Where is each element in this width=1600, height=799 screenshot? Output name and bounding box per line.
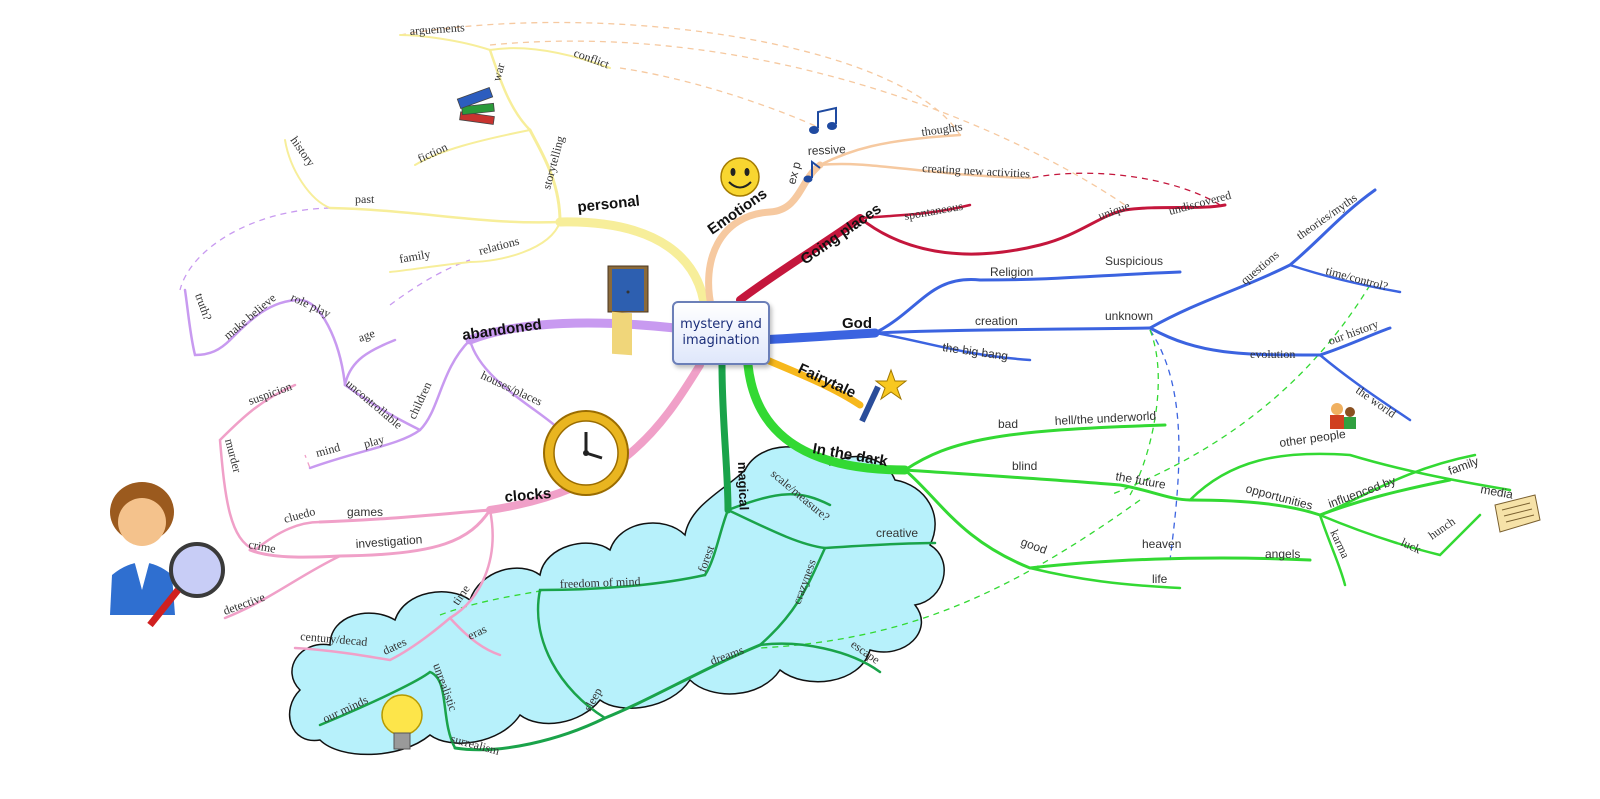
node-label[interactable]: war — [489, 62, 507, 83]
node-label[interactable]: bad — [998, 417, 1018, 431]
newspaper-icon — [1494, 494, 1541, 533]
node-label[interactable]: time/control? — [1324, 263, 1389, 293]
node-label[interactable]: angels — [1265, 547, 1300, 561]
central-topic[interactable]: mystery and imagination — [672, 301, 770, 365]
node-label[interactable]: theories/myths — [1294, 190, 1360, 242]
central-topic-line1: mystery and — [680, 317, 762, 332]
node-label[interactable]: arguements — [409, 20, 465, 38]
node-label[interactable]: play — [362, 432, 386, 451]
node-label[interactable]: questions — [1238, 247, 1282, 287]
node-label[interactable]: mind — [314, 440, 341, 460]
node-label[interactable]: luck — [1399, 535, 1424, 556]
central-topic-line2: imagination — [682, 333, 760, 348]
branch-label-abandoned[interactable]: abandoned — [461, 316, 543, 344]
branch-god — [755, 188, 1412, 422]
branch-label-clocks[interactable]: clocks — [504, 485, 552, 506]
branch-abandoned — [183, 288, 680, 470]
detective-icon — [110, 482, 225, 628]
branch-label-magical[interactable]: magical — [735, 462, 752, 511]
people-icon — [1330, 403, 1356, 429]
clock-icon — [543, 410, 629, 496]
node-label[interactable]: creating new activities — [922, 161, 1031, 181]
magical-cloud — [289, 446, 945, 756]
node-label[interactable]: heaven — [1142, 537, 1181, 551]
node-label[interactable]: hell/the underworld — [1054, 409, 1156, 428]
node-label[interactable]: storytelling — [539, 134, 567, 190]
light-bulb-icon — [381, 694, 423, 750]
node-label[interactable]: games — [347, 505, 383, 519]
node-label[interactable]: suspicion — [246, 379, 293, 408]
branch-personal — [284, 34, 710, 315]
node-label[interactable]: houses/places — [479, 368, 545, 409]
node-label[interactable]: family — [1446, 454, 1480, 478]
node-label[interactable]: life — [1152, 572, 1168, 586]
node-label[interactable]: ressive — [807, 142, 846, 158]
branch-in-the-dark — [743, 360, 1512, 590]
node-label[interactable]: creation — [975, 314, 1018, 328]
node-label[interactable]: freedom of mind — [560, 574, 641, 591]
node-label[interactable]: opportunities — [1244, 481, 1314, 512]
node-label[interactable]: thoughts — [920, 119, 963, 139]
branch-label-god[interactable]: God — [842, 315, 872, 332]
node-label[interactable]: creative — [876, 526, 918, 540]
node-label[interactable]: hunch — [1426, 514, 1458, 542]
node-label[interactable]: Suspicious — [1105, 254, 1163, 268]
door-icon — [607, 265, 649, 356]
branch-label-personal[interactable]: personal — [577, 193, 641, 216]
magic-wand-icon — [859, 368, 908, 423]
node-label[interactable]: crime — [247, 537, 276, 556]
node-label[interactable]: media — [1479, 482, 1514, 502]
branch-going-places — [736, 203, 1227, 304]
branch-label-fairytale[interactable]: Fairytale — [795, 360, 858, 401]
smiley-icon — [720, 157, 760, 197]
node-label[interactable]: unique — [1096, 198, 1131, 222]
node-label[interactable]: conflict — [572, 46, 612, 72]
node-label[interactable]: detective — [221, 590, 266, 618]
node-label[interactable]: role play — [289, 290, 333, 321]
node-label[interactable]: fiction — [415, 140, 449, 166]
node-label[interactable]: truth? — [192, 291, 215, 322]
node-label[interactable]: murder — [222, 437, 244, 474]
node-label[interactable]: uncontrollable — [343, 377, 405, 432]
node-label[interactable]: family — [398, 247, 431, 266]
node-label[interactable]: investigation — [355, 532, 423, 551]
node-label[interactable]: the big bang — [942, 340, 1009, 363]
node-label[interactable]: other people — [1278, 427, 1346, 450]
node-label[interactable]: undiscovered — [1167, 188, 1232, 218]
node-label[interactable]: make believe — [221, 291, 279, 343]
branch-label-going-places[interactable]: Going places — [798, 200, 885, 268]
node-label[interactable]: good — [1019, 535, 1049, 557]
node-label[interactable]: blind — [1012, 459, 1037, 473]
node-label[interactable]: evolution — [1250, 347, 1295, 361]
music-note-icon — [803, 106, 837, 183]
node-label[interactable]: age — [356, 326, 376, 345]
node-label[interactable]: influenced by — [1326, 473, 1397, 510]
node-label[interactable]: Religion — [990, 265, 1033, 279]
node-label[interactable]: spontaneous — [903, 199, 964, 223]
branch-emotions — [705, 133, 1032, 314]
node-label[interactable]: the world — [1353, 383, 1398, 421]
node-label[interactable]: unknown — [1105, 309, 1153, 323]
books-icon — [456, 86, 495, 125]
branch-magical — [318, 361, 937, 752]
node-label[interactable]: ex p — [784, 160, 803, 186]
node-label[interactable]: century/decad — [300, 629, 368, 649]
node-label[interactable]: past — [355, 192, 375, 206]
